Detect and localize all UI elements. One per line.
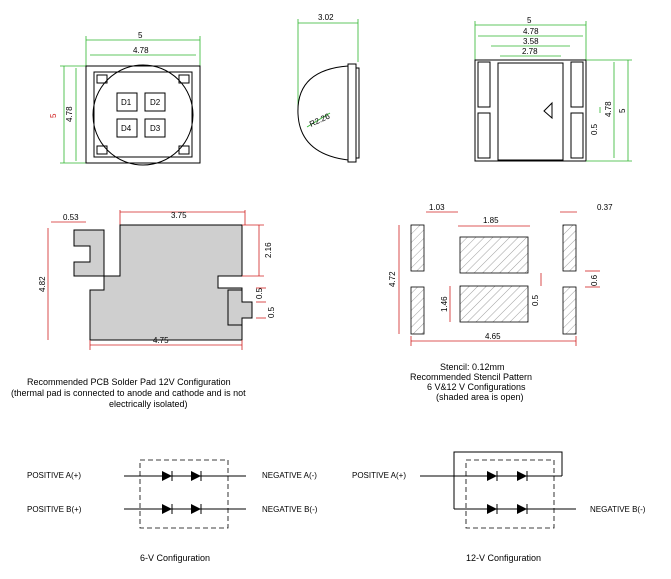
dim-pad-475: 4.75 bbox=[153, 336, 169, 345]
dim-front-height-outer: 5 bbox=[49, 113, 58, 118]
die-label-d3: D3 bbox=[150, 124, 161, 133]
dim-back-h478: 4.78 bbox=[604, 101, 613, 117]
die-d2 bbox=[144, 92, 166, 112]
caption-6v: 6-V Configuration bbox=[140, 553, 210, 563]
back-view: 5 4.78 3.58 2.78 5 4.78 0.5 bbox=[474, 16, 632, 162]
dim-back-278: 2.78 bbox=[522, 47, 538, 56]
anode-pad bbox=[73, 229, 105, 277]
lens-circle bbox=[92, 64, 194, 166]
die-d3 bbox=[144, 118, 166, 138]
package-boundary-6v bbox=[139, 459, 229, 529]
stencil-caption-4: (shaded area is open) bbox=[436, 392, 524, 402]
dim-front-height-inner: 4.78 bbox=[65, 106, 74, 122]
label-12v-neg-b: NEGATIVE B(-) bbox=[590, 505, 646, 514]
label-6v-pos-a: POSITIVE A(+) bbox=[27, 471, 81, 480]
stencil-caption-1: Stencil: 0.12mm bbox=[440, 362, 505, 372]
label-12v-pos-a: POSITIVE A(+) bbox=[352, 471, 406, 480]
dim-side-width: 3.02 bbox=[318, 13, 334, 22]
stencil-aperture-center-top bbox=[459, 236, 529, 274]
dim-stencil-103: 1.03 bbox=[429, 203, 445, 212]
thermal-pad-pcb bbox=[89, 224, 243, 341]
dim-stencil-06: 0.6 bbox=[590, 274, 599, 286]
dim-stencil-05: 0.5 bbox=[531, 294, 540, 306]
pcb-pad-view: 0.53 3.75 2.16 4.82 0.5 0.5 4.75 Recomme… bbox=[11, 210, 276, 409]
stencil-aperture-right-top bbox=[562, 224, 577, 272]
stencil-caption-3: 6 V&12 V Configurations bbox=[427, 382, 526, 392]
dim-pad-482: 4.82 bbox=[38, 276, 47, 292]
dim-pad-216: 2.16 bbox=[264, 242, 273, 258]
die-label-d1: D1 bbox=[121, 98, 132, 107]
pad-caption-3: electrically isolated) bbox=[109, 399, 188, 409]
label-6v-neg-b: NEGATIVE B(-) bbox=[262, 505, 318, 514]
stencil-aperture-center-bottom bbox=[459, 285, 529, 323]
dim-pad-05a: 0.5 bbox=[255, 287, 264, 299]
dim-back-478: 4.78 bbox=[523, 27, 539, 36]
cathode-pad bbox=[227, 289, 253, 326]
stencil-aperture-left-bottom bbox=[410, 286, 425, 335]
die-d1 bbox=[116, 92, 138, 112]
dim-back-358: 3.58 bbox=[523, 37, 539, 46]
package-boundary-12v bbox=[465, 459, 555, 529]
dim-stencil-472: 4.72 bbox=[388, 271, 397, 287]
dim-pad-05b: 0.5 bbox=[267, 306, 276, 318]
side-view: 3.02 R2.26 bbox=[297, 13, 360, 163]
lens-profile bbox=[297, 65, 349, 161]
package-outline bbox=[85, 65, 201, 164]
die-d4 bbox=[116, 118, 138, 138]
front-view: 5 4.78 5 4.78 D1 D2 D4 D3 bbox=[49, 31, 201, 166]
dim-stencil-185: 1.85 bbox=[483, 216, 499, 225]
dim-front-outer: 5 bbox=[138, 31, 143, 40]
pad-caption-1: Recommended PCB Solder Pad 12V Configura… bbox=[27, 377, 231, 387]
label-6v-pos-b: POSITIVE B(+) bbox=[27, 505, 82, 514]
dim-back-h5: 5 bbox=[618, 108, 627, 113]
die-label-d4: D4 bbox=[121, 124, 132, 133]
label-6v-neg-a: NEGATIVE A(-) bbox=[262, 471, 317, 480]
circuit-12v: POSITIVE A(+) NEGATIVE B(-) 12-V Configu… bbox=[352, 451, 646, 563]
dim-stencil-037: 0.37 bbox=[597, 203, 613, 212]
dim-pad-053: 0.53 bbox=[63, 213, 79, 222]
back-outline bbox=[474, 59, 587, 162]
dim-front-inner: 4.78 bbox=[133, 46, 149, 55]
stencil-caption-2: Recommended Stencil Pattern bbox=[410, 372, 532, 382]
stencil-aperture-left-top bbox=[410, 224, 425, 272]
dim-back-5: 5 bbox=[527, 16, 532, 25]
dim-back-05: 0.5 bbox=[590, 123, 599, 135]
stencil-aperture-right-bottom bbox=[562, 286, 577, 335]
circuit-6v: POSITIVE A(+) POSITIVE B(+) NEGATIVE A(-… bbox=[27, 459, 318, 563]
dim-stencil-465: 4.65 bbox=[485, 332, 501, 341]
dim-stencil-146: 1.46 bbox=[440, 296, 449, 312]
pad-caption-2: (thermal pad is connected to anode and c… bbox=[11, 388, 246, 398]
die-label-d2: D2 bbox=[150, 98, 161, 107]
dim-side-radius: R2.26 bbox=[308, 111, 332, 128]
caption-12v: 12-V Configuration bbox=[466, 553, 541, 563]
dim-pad-375: 3.75 bbox=[171, 211, 187, 220]
stencil-view: 1.03 1.85 0.37 4.72 1.46 0.5 0.6 4.65 St… bbox=[388, 203, 613, 402]
thermal-pad bbox=[497, 62, 564, 161]
